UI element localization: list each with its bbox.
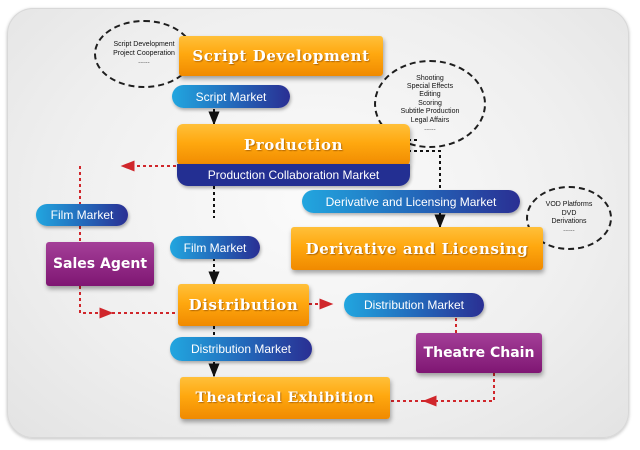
stage-production[interactable]: Production xyxy=(177,124,410,166)
market-production-collaboration[interactable]: Production Collaboration Market xyxy=(177,164,410,186)
agent-sales-agent[interactable]: Sales Agent xyxy=(46,242,154,286)
stage-distribution[interactable]: Distribution xyxy=(178,284,309,326)
flow-production-to-derivative xyxy=(408,150,440,227)
market-distribution-lower[interactable]: Distribution Market xyxy=(170,337,312,361)
flow-sales-agent-to-distribution xyxy=(79,286,114,319)
note-line: Special Effects xyxy=(406,83,454,91)
note-line: Scoring xyxy=(418,99,442,107)
market-derivative-licensing[interactable]: Derivative and Licensing Market xyxy=(302,190,520,213)
note-line: Shooting xyxy=(416,74,444,82)
note-line: Subtitle Production xyxy=(400,108,460,116)
flow-theatre-chain-to-exhibition xyxy=(422,373,495,407)
market-distribution-right[interactable]: Distribution Market xyxy=(344,293,484,317)
note-line: Derivations xyxy=(551,218,587,225)
note-line: Legal Affairs xyxy=(410,116,450,124)
note-line: DVD xyxy=(561,209,577,217)
note-derivative: VOD Platforms DVD Derivations ...... xyxy=(526,186,612,250)
note-line: ...... xyxy=(563,226,575,234)
note-line: Editing xyxy=(419,91,441,99)
market-script[interactable]: Script Market xyxy=(172,85,290,108)
market-film-left[interactable]: Film Market xyxy=(36,204,128,226)
market-film-center[interactable]: Film Market xyxy=(170,236,260,259)
stage-theatrical-exhibition[interactable]: Theatrical Exhibition xyxy=(180,377,390,419)
note-production: Shooting Special Effects Editing Scoring… xyxy=(374,60,486,148)
note-line: VOD Platforms xyxy=(545,201,593,209)
note-line: Project Cooperation xyxy=(113,49,175,57)
agent-theatre-chain[interactable]: Theatre Chain xyxy=(416,333,542,373)
note-line: ...... xyxy=(424,124,436,132)
note-line: ...... xyxy=(138,58,150,66)
stage-script-development[interactable]: Script Development xyxy=(179,36,383,76)
note-line: Script Development xyxy=(113,41,175,49)
stage-derivative-licensing[interactable]: Derivative and Licensing xyxy=(291,227,543,270)
